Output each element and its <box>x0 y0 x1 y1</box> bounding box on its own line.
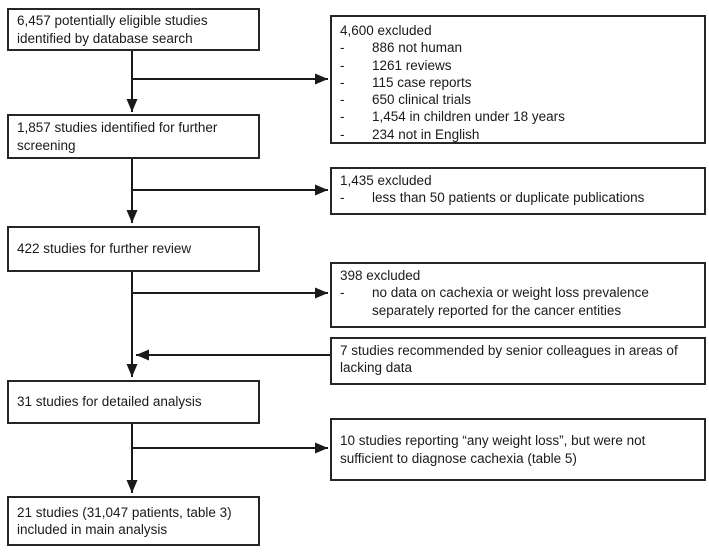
flow-box-further-screening: 1,857 studies identified for further scr… <box>7 114 260 159</box>
excluded-398-title: 398 excluded <box>340 268 421 283</box>
bullet-dash: - <box>340 40 345 56</box>
list-item: - 650 clinical trials <box>340 91 696 108</box>
flow-box-further-screening-label: 1,857 studies identified for further scr… <box>17 120 218 153</box>
flow-box-excluded-4600: 4,600 excluded - 886 not human - 1261 re… <box>330 15 706 144</box>
bullet-dash: - <box>340 57 345 73</box>
flow-box-recommended-studies: 7 studies recommended by senior colleagu… <box>330 337 706 385</box>
list-item: - no data on cachexia or weight loss pre… <box>340 284 696 319</box>
bullet-dash: - <box>340 74 345 90</box>
flow-box-main-analysis-label: 21 studies (31,047 patients, table 3) in… <box>17 504 232 537</box>
excluded-4600-item: 115 case reports <box>372 74 472 90</box>
bullet-dash: - <box>340 109 345 125</box>
flow-box-further-review: 422 studies for further review <box>7 226 260 272</box>
flow-box-main-analysis: 21 studies (31,047 patients, table 3) in… <box>7 496 260 546</box>
list-item: - less than 50 patients or duplicate pub… <box>340 189 696 206</box>
list-item: - 1261 reviews <box>340 57 696 74</box>
flow-box-eligible-studies-label: 6,457 potentially eligible studies ident… <box>17 13 208 46</box>
flow-box-further-review-label: 422 studies for further review <box>17 241 192 257</box>
list-item: - 886 not human <box>340 39 696 56</box>
excluded-1435-item: less than 50 patients or duplicate publi… <box>372 190 645 206</box>
list-item: - 115 case reports <box>340 74 696 91</box>
excluded-4600-item: 1261 reviews <box>372 57 452 73</box>
bullet-dash: - <box>340 126 345 142</box>
flow-box-eligible-studies: 6,457 potentially eligible studies ident… <box>7 8 260 51</box>
bullet-dash: - <box>340 285 345 301</box>
excluded-4600-item: 886 not human <box>372 40 463 56</box>
excluded-398-item: no data on cachexia or weight loss preva… <box>372 285 649 318</box>
bullet-dash: - <box>340 92 345 108</box>
flow-box-any-weight-loss: 10 studies reporting “any weight loss”, … <box>330 418 706 481</box>
flow-box-excluded-398: 398 excluded - no data on cachexia or we… <box>330 262 706 328</box>
excluded-4600-item: 650 clinical trials <box>372 92 472 108</box>
excluded-4600-item: 1,454 in children under 18 years <box>372 109 565 125</box>
excluded-1435-title: 1,435 excluded <box>340 173 432 188</box>
flow-box-excluded-1435: 1,435 excluded - less than 50 patients o… <box>330 167 706 215</box>
excluded-4600-item: 234 not in English <box>372 126 480 142</box>
list-item: - 1,454 in children under 18 years <box>340 108 696 125</box>
list-item: - 234 not in English <box>340 126 696 143</box>
excluded-4600-title: 4,600 excluded <box>340 23 432 38</box>
any-weight-loss-label: 10 studies reporting “any weight loss”, … <box>340 433 646 466</box>
bullet-dash: - <box>340 190 345 206</box>
recommended-studies-label: 7 studies recommended by senior colleagu… <box>340 343 678 376</box>
flow-box-detailed-analysis-label: 31 studies for detailed analysis <box>17 394 202 410</box>
flow-box-detailed-analysis: 31 studies for detailed analysis <box>7 380 260 424</box>
